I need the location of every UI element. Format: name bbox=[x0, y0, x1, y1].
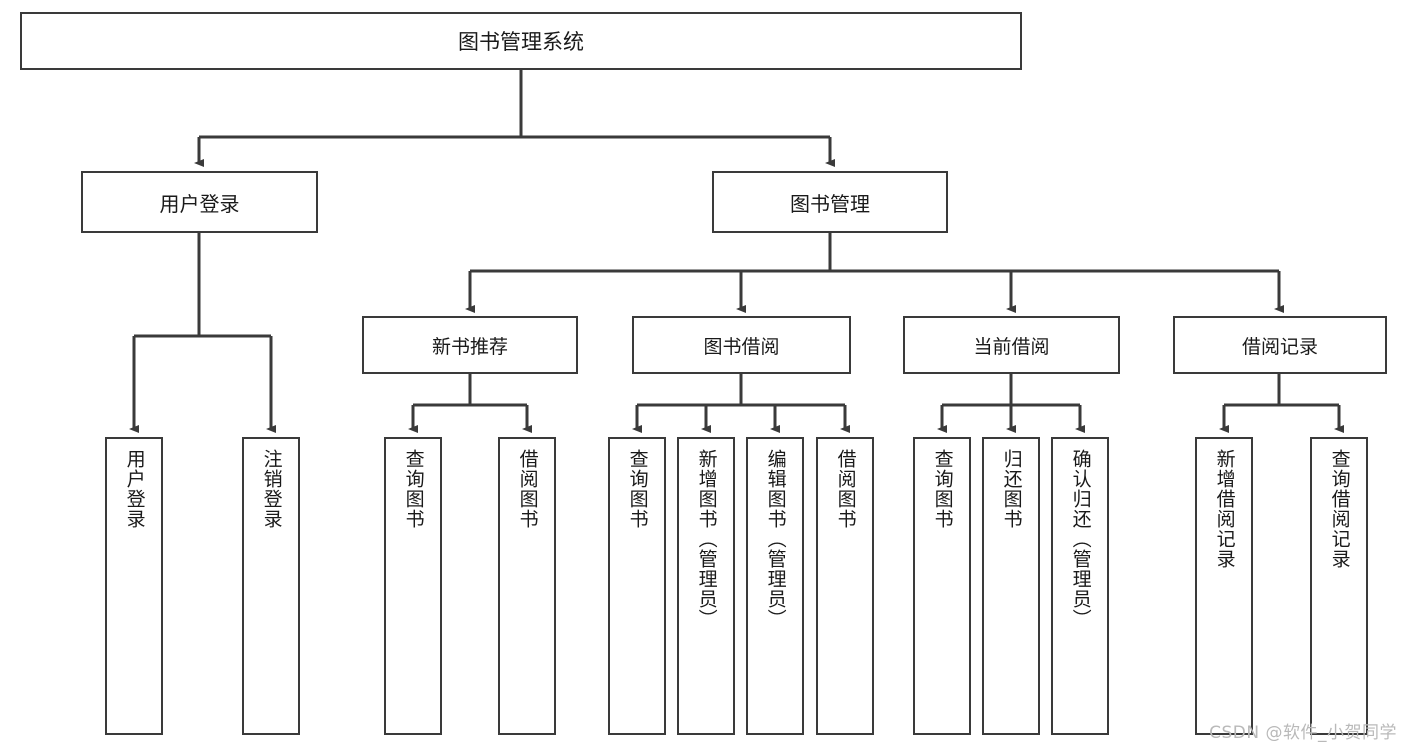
node-current-borrow[interactable]: 当前借阅 bbox=[903, 316, 1120, 374]
leaf-book-borrow-query[interactable]: 查询图书 bbox=[608, 437, 666, 735]
leaf-book-borrow-borrow[interactable]: 借阅图书 bbox=[816, 437, 874, 735]
leaf-label: 确认归还（管理员） bbox=[1069, 449, 1092, 629]
node-label: 用户登录 bbox=[159, 191, 240, 216]
leaf-label: 查询图书 bbox=[402, 449, 425, 529]
leaf-new-book-borrow[interactable]: 借阅图书 bbox=[498, 437, 556, 735]
leaf-current-borrow-return[interactable]: 归还图书 bbox=[982, 437, 1040, 735]
leaf-borrow-record-add[interactable]: 新增借阅记录 bbox=[1195, 437, 1253, 735]
leaf-user-login-logout[interactable]: 注销登录 bbox=[242, 437, 300, 735]
leaf-label: 注销登录 bbox=[260, 449, 283, 529]
leaf-user-login-login[interactable]: 用户登录 bbox=[105, 437, 163, 735]
node-label: 借阅记录 bbox=[1241, 335, 1318, 358]
node-label: 图书管理 bbox=[790, 191, 870, 216]
node-new-book-recommend[interactable]: 新书推荐 bbox=[362, 316, 578, 374]
node-label: 图书借阅 bbox=[703, 335, 780, 358]
leaf-label: 借阅图书 bbox=[834, 449, 857, 529]
node-label: 图书管理系统 bbox=[458, 30, 584, 54]
leaf-label: 归还图书 bbox=[1000, 449, 1023, 529]
leaf-label: 新增图书（管理员） bbox=[695, 449, 718, 629]
node-book-borrow[interactable]: 图书借阅 bbox=[632, 316, 851, 374]
node-label: 当前借阅 bbox=[973, 335, 1050, 358]
leaf-label: 借阅图书 bbox=[516, 449, 539, 529]
node-label: 新书推荐 bbox=[431, 335, 508, 358]
leaf-borrow-record-query[interactable]: 查询借阅记录 bbox=[1310, 437, 1368, 735]
leaf-label: 编辑图书（管理员） bbox=[764, 449, 787, 629]
leaf-book-borrow-edit-admin[interactable]: 编辑图书（管理员） bbox=[746, 437, 804, 735]
node-root-book-management-system[interactable]: 图书管理系统 bbox=[20, 12, 1022, 70]
leaf-label: 查询借阅记录 bbox=[1328, 449, 1351, 569]
leaf-label: 查询图书 bbox=[626, 449, 649, 529]
node-user-login[interactable]: 用户登录 bbox=[81, 171, 318, 233]
leaf-label: 用户登录 bbox=[123, 449, 146, 529]
watermark: CSDN @软件_小贺同学 bbox=[1209, 723, 1397, 743]
leaf-book-borrow-add-admin[interactable]: 新增图书（管理员） bbox=[677, 437, 735, 735]
leaf-current-borrow-query[interactable]: 查询图书 bbox=[913, 437, 971, 735]
node-borrow-record[interactable]: 借阅记录 bbox=[1173, 316, 1387, 374]
leaf-current-borrow-confirm-return-admin[interactable]: 确认归还（管理员） bbox=[1051, 437, 1109, 735]
leaf-label: 新增借阅记录 bbox=[1213, 449, 1236, 569]
leaf-new-book-query[interactable]: 查询图书 bbox=[384, 437, 442, 735]
node-book-management[interactable]: 图书管理 bbox=[712, 171, 948, 233]
leaf-label: 查询图书 bbox=[931, 449, 954, 529]
